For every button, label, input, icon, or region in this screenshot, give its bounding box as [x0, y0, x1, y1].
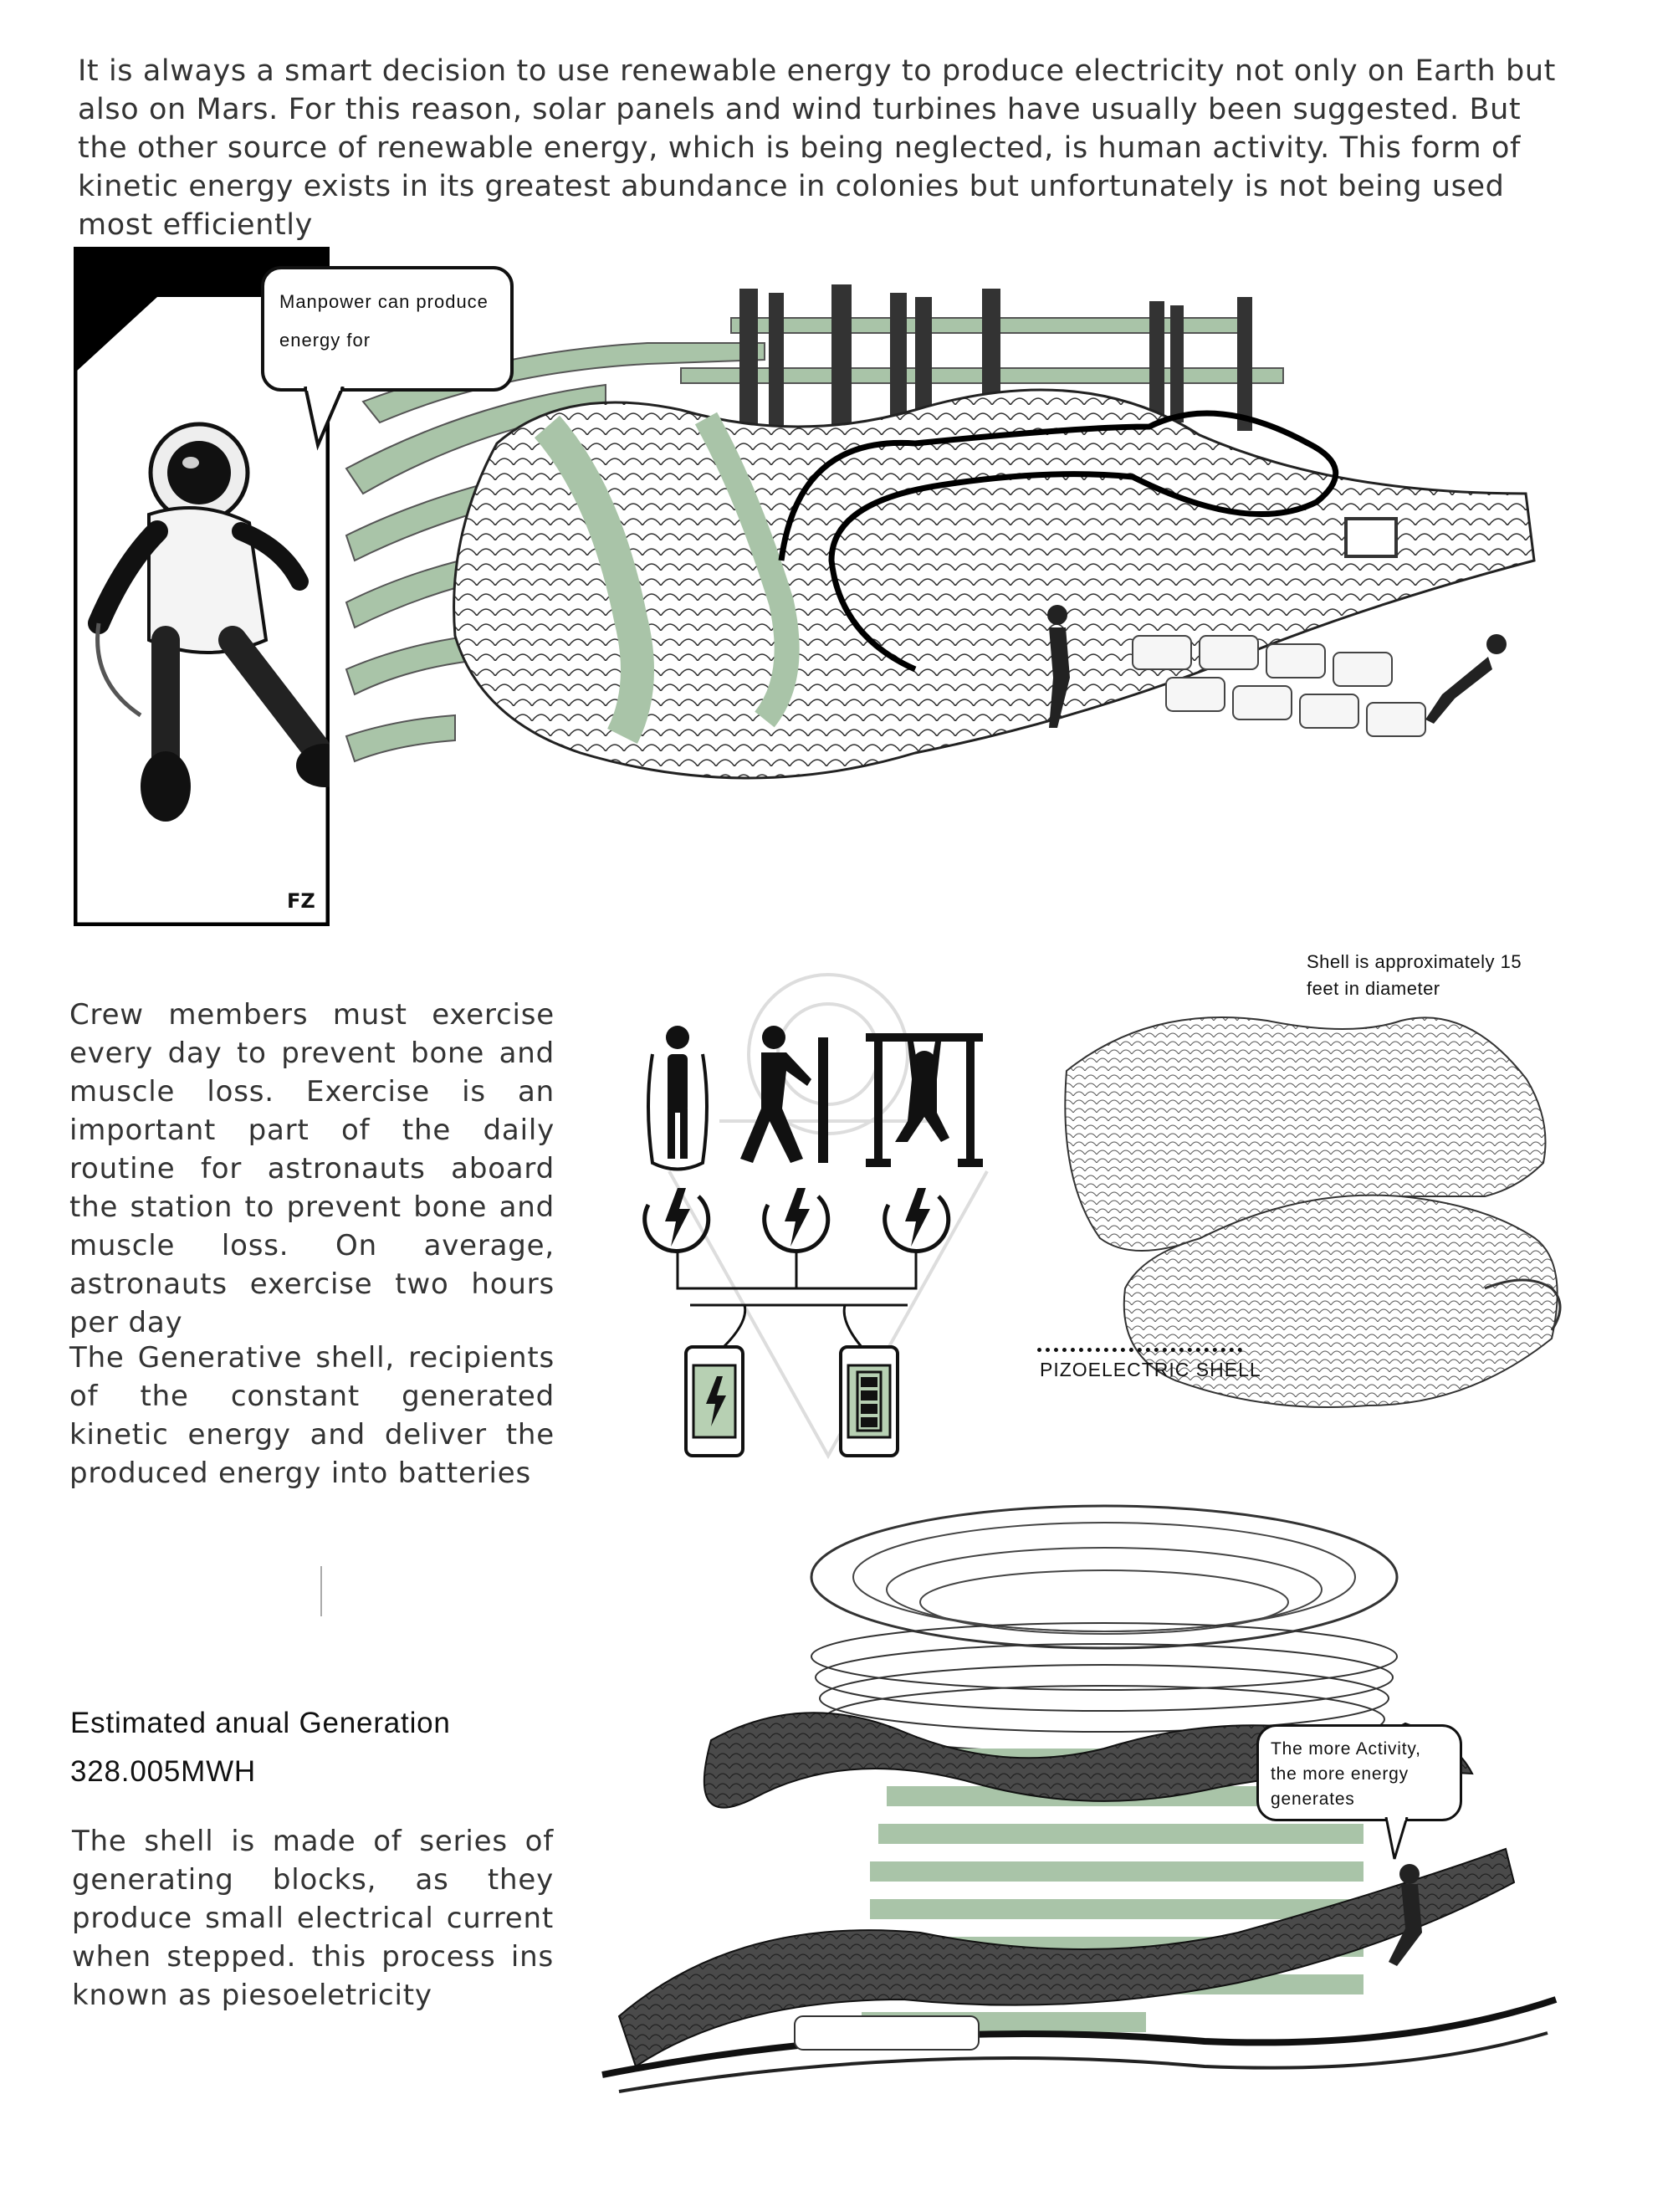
intro-paragraph: It is always a smart decision to use ren… [78, 54, 1556, 242]
kinetic-floor-illustration [330, 284, 1584, 878]
dotted-leader-line [1037, 1348, 1242, 1352]
exercise-paragraph: Crew members must exercise every day to … [69, 998, 555, 1339]
pizoelectric-shell-illustration [1050, 987, 1594, 1422]
phone-battery-icon [684, 1345, 899, 1457]
pull-up-bar-icon [866, 1033, 983, 1167]
push-wall-icon [740, 1026, 828, 1163]
thin-divider [320, 1566, 322, 1616]
shell-diameter-label: Shell is approximately 15 feet in diamet… [1307, 949, 1522, 1002]
jump-rope-icon [647, 1026, 709, 1171]
shell-diameter-line1: Shell is approximately [1307, 951, 1495, 972]
shell-diameter-line2: feet in diameter [1307, 978, 1440, 999]
manpower-speech-bubble: Manpower can produce energy for [261, 266, 514, 392]
generative-shell-paragraph: The Generative shell, recipients of the … [69, 1341, 555, 1490]
generation-value: 328.005MWH [70, 1755, 256, 1788]
signature-mark: FZ [287, 889, 315, 913]
manpower-bubble-text: Manpower can produce energy for [279, 291, 489, 351]
generating-blocks-paragraph: The shell is made of series of generatin… [72, 1825, 554, 2012]
pizoelectric-shell-label: PIZOELECTRIC SHELL [1040, 1359, 1261, 1380]
speech-bubble-tail-2 [1384, 1817, 1409, 1860]
activity-bubble-text: The more Activity, the more energy gener… [1271, 1739, 1421, 1809]
generation-heading: Estimated anual Generation [70, 1707, 451, 1739]
activity-speech-bubble: The more Activity, the more energy gener… [1256, 1724, 1462, 1821]
speech-bubble-tail [304, 387, 345, 451]
lightning-icon [642, 1195, 951, 1253]
shell-diameter-number: 15 [1500, 951, 1522, 972]
energy-diagram [619, 954, 1046, 1472]
